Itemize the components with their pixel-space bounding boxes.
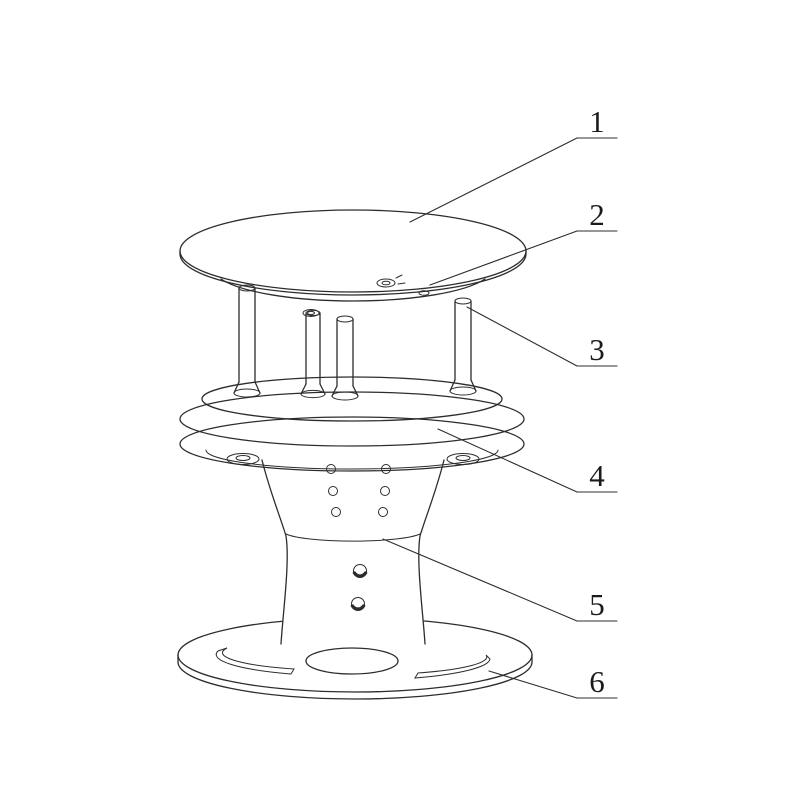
sensor-body — [261, 459, 445, 645]
body-right-edge — [418, 459, 445, 645]
callouts: 1 2 3 4 5 — [382, 104, 618, 699]
mount-pad — [226, 453, 260, 465]
leader-line-6 — [488, 670, 578, 699]
fastener-outer — [376, 278, 396, 288]
callout-5: 5 — [382, 538, 618, 622]
leader-line-2 — [429, 230, 578, 286]
callout-4: 4 — [437, 428, 618, 493]
fastener-small — [418, 290, 430, 296]
cap-rim-bottom — [179, 253, 527, 296]
body-silhouette — [262, 460, 444, 644]
support-post-center — [331, 315, 359, 401]
reflector-plate-stack — [179, 376, 525, 472]
flange-right-slot — [414, 654, 491, 679]
reflector-mount-pads — [226, 453, 480, 465]
cap-rim-edges — [179, 250, 527, 255]
callout-label-3: 3 — [589, 332, 605, 367]
upper-reflector-rim — [179, 391, 525, 447]
support-post-mid-left — [300, 309, 326, 399]
lower-dish-underside — [205, 449, 499, 470]
vent-hole — [380, 486, 390, 496]
screw-hole-shadow — [352, 571, 368, 578]
flange-bottom-rim — [177, 661, 533, 700]
leader-line-1 — [409, 137, 578, 223]
body-screw-holes — [350, 564, 368, 611]
flange-center-hole — [305, 647, 399, 675]
top-cap — [179, 209, 527, 302]
callout-label-2: 2 — [589, 197, 605, 232]
reflector-top-surface — [201, 376, 503, 422]
screw-hole-shadow — [350, 604, 366, 611]
callout-1: 1 — [409, 104, 618, 223]
fastener-inner — [381, 280, 391, 286]
vent-hole — [331, 507, 341, 517]
flange-left-slot — [215, 647, 295, 675]
plate-port-outer — [302, 309, 320, 317]
callout-3: 3 — [466, 306, 618, 367]
callout-label-1: 1 — [589, 104, 605, 139]
callout-label-6: 6 — [589, 664, 605, 699]
lower-reflector-rim — [179, 416, 525, 472]
top-plate-fasteners — [302, 274, 430, 317]
mount-pad — [446, 453, 480, 465]
mount-pad-hole — [455, 455, 471, 461]
callout-2: 2 — [429, 197, 618, 286]
body-left-edge — [261, 459, 288, 645]
leader-line-4 — [437, 428, 578, 493]
callout-label-4: 4 — [589, 458, 605, 493]
vent-hole — [328, 486, 338, 496]
callout-6: 6 — [488, 664, 618, 699]
cap-underplate — [220, 278, 486, 302]
body-seam — [285, 533, 421, 542]
vent-hole — [378, 507, 388, 517]
leader-line-5 — [382, 538, 578, 622]
callout-label-5: 5 — [589, 587, 605, 622]
support-post-right — [449, 297, 477, 396]
support-post-left — [233, 284, 261, 398]
mount-pad-hole — [235, 455, 251, 461]
cap-top-surface — [179, 209, 527, 293]
fastener-marks — [395, 274, 406, 285]
leader-line-3 — [466, 306, 578, 367]
plate-port-inner — [307, 310, 315, 316]
support-posts — [233, 284, 477, 401]
